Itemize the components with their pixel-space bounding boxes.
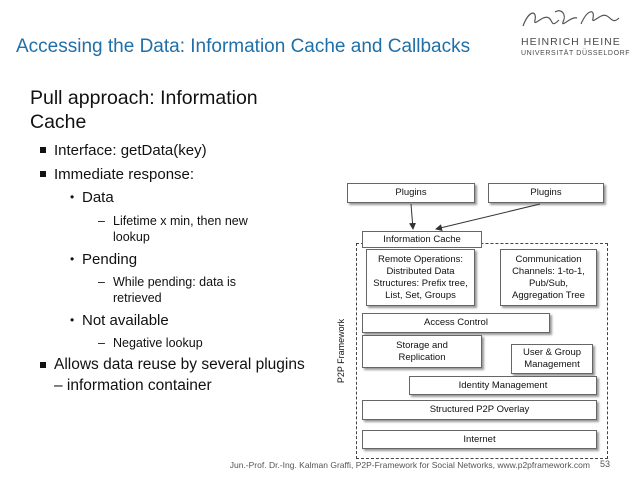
slide-title: Accessing the Data: Information Cache an… xyxy=(16,36,471,57)
sub-bullet-data-text: Data xyxy=(82,189,114,206)
sub-bullet-pending-text: Pending xyxy=(82,251,138,268)
bullet-immediate: Immediate response: xyxy=(40,166,194,183)
arrow-plugins-right-to-cache xyxy=(435,203,541,232)
plugins-right-text: Plugins xyxy=(530,187,562,198)
access-control-text: Access Control xyxy=(424,317,488,328)
square-bullet-icon xyxy=(40,362,46,368)
communication-channels-text: Communication Channels: 1-to-1, Pub/Sub,… xyxy=(512,253,585,301)
sub-sub-bullet-data-text: Lifetime x min, then new lookup xyxy=(113,214,248,244)
logo-line-2: UNIVERSITÄT DÜSSELDORF xyxy=(521,50,631,57)
university-logo: HEINRICH HEINE UNIVERSITÄT DÜSSELDORF xyxy=(515,6,630,64)
plugins-left-text: Plugins xyxy=(395,187,427,198)
sub-bullet-not-available: • Not available xyxy=(70,312,169,329)
sub-bullet-pending: • Pending xyxy=(70,251,137,268)
internet-box: Internet xyxy=(362,430,597,449)
information-cache-text: Information Cache xyxy=(383,233,461,245)
main-heading: Pull approach: Information Cache xyxy=(30,87,258,133)
structured-overlay-box: Structured P2P Overlay xyxy=(362,400,597,420)
dot-bullet-icon: • xyxy=(70,313,75,327)
footer-text: Jun.-Prof. Dr.-Ing. Kalman Graffi, P2P-F… xyxy=(229,460,590,470)
identity-management-text: Identity Management xyxy=(458,379,548,391)
arrow-plugins-left-to-cache xyxy=(409,203,417,230)
communication-channels-box: Communication Channels: 1-to-1, Pub/Sub,… xyxy=(500,249,597,306)
signature-icon xyxy=(522,10,620,27)
plugins-box-left: Plugins xyxy=(347,183,475,203)
dot-bullet-icon: • xyxy=(70,190,75,204)
p2p-framework-label: P2P Framework xyxy=(334,319,348,383)
sub-bullet-data: • Data xyxy=(70,189,114,206)
bullet-interface-text: Interface: getData(key) xyxy=(54,142,207,159)
user-group-management-text: User & Group Management xyxy=(522,347,582,370)
sub-sub-bullet-not-available-text: Negative lookup xyxy=(113,336,203,350)
sub-bullet-not-available-text: Not available xyxy=(82,312,169,329)
user-group-management-box: User & Group Management xyxy=(511,344,593,374)
remote-operations-text: Remote Operations: Distributed Data Stru… xyxy=(373,253,468,301)
bullet-reuse-text: Allows data reuse by several plugins – i… xyxy=(54,356,305,394)
square-bullet-icon xyxy=(40,171,46,177)
information-cache-box: Information Cache xyxy=(362,231,482,248)
identity-management-box: Identity Management xyxy=(409,376,597,395)
dash-bullet-icon: – xyxy=(98,214,105,228)
p2p-framework-label-text: P2P Framework xyxy=(336,318,346,384)
square-bullet-icon xyxy=(40,147,46,153)
structured-overlay-text: Structured P2P Overlay xyxy=(429,404,530,415)
p2p-framework-border xyxy=(356,243,608,459)
bullet-immediate-text: Immediate response: xyxy=(54,166,195,183)
access-control-box: Access Control xyxy=(362,313,550,333)
storage-replication-text: Storage and Replication xyxy=(396,339,448,363)
bullet-interface: Interface: getData(key) xyxy=(40,142,207,159)
dot-bullet-icon: • xyxy=(70,252,75,266)
plugins-box-right: Plugins xyxy=(488,183,604,203)
dash-bullet-icon: – xyxy=(98,275,105,289)
sub-sub-bullet-pending-text: While pending: data is retrieved xyxy=(113,275,236,305)
dash-bullet-icon: – xyxy=(98,336,105,350)
internet-text: Internet xyxy=(463,433,496,445)
logo-line-1: HEINRICH HEINE xyxy=(521,36,621,48)
storage-replication-box: Storage and Replication xyxy=(362,335,482,368)
remote-operations-box: Remote Operations: Distributed Data Stru… xyxy=(366,249,475,306)
page-number: 53 xyxy=(600,459,611,469)
